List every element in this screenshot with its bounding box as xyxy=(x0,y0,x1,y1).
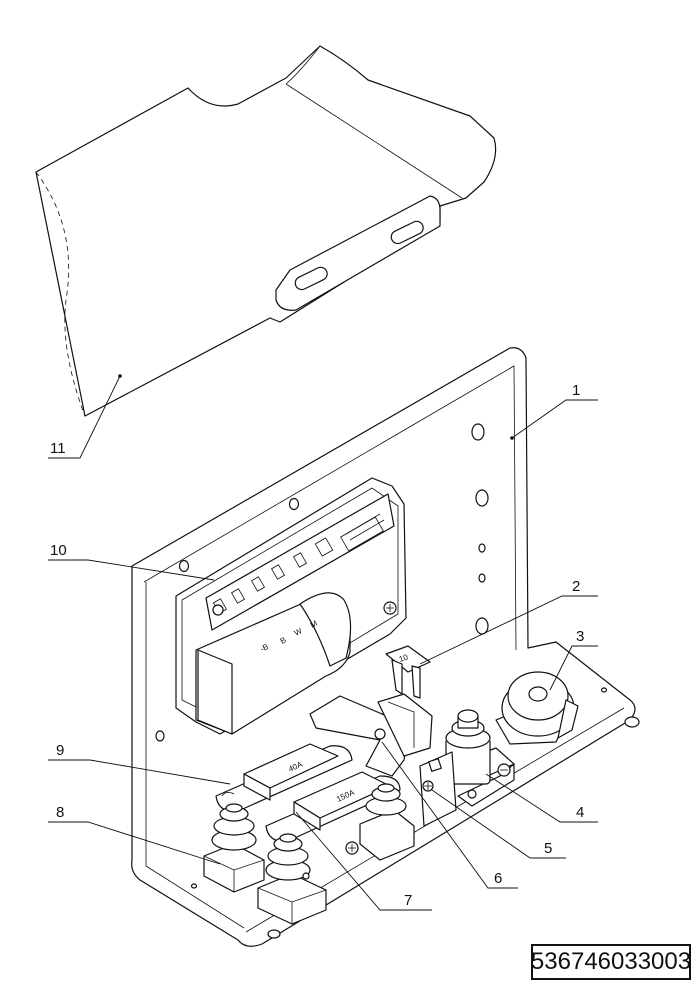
svg-text:W: W xyxy=(293,626,304,638)
callout-4-label: 4 xyxy=(576,804,584,821)
contactor-part xyxy=(445,709,515,807)
callout-leaders xyxy=(48,374,598,911)
callout-2-label: 2 xyxy=(572,578,580,595)
callout-labels: 1 2 3 4 5 6 7 8 9 10 11 xyxy=(50,382,584,909)
busbar-part xyxy=(309,693,433,777)
connector-pins xyxy=(212,513,385,614)
callout-3-label: 3 xyxy=(576,628,584,645)
callout-6-label: 6 xyxy=(494,870,502,887)
callout-8-label: 8 xyxy=(56,804,64,821)
cover-part xyxy=(35,45,497,417)
blade-fuse-part: 10 xyxy=(385,645,431,699)
fuse-40a-part: 40A xyxy=(215,743,353,813)
controller-part: -B B W M xyxy=(175,477,407,735)
stud-block-part xyxy=(203,783,415,925)
callout-1-label: 1 xyxy=(572,382,580,399)
callout-9-label: 9 xyxy=(56,742,64,759)
callout-5-label: 5 xyxy=(544,840,552,857)
callout-10-label: 10 xyxy=(50,542,67,559)
fuse-150a-part: 150A xyxy=(265,771,401,843)
part-number: 536746033003 xyxy=(530,948,692,975)
part-number-box: 536746033003 xyxy=(531,944,691,980)
callout-7-label: 7 xyxy=(404,892,412,909)
svg-text:M: M xyxy=(309,619,319,630)
small-fuse-rating: 10 xyxy=(398,652,410,663)
svg-text:-B: -B xyxy=(259,642,270,654)
svg-text:B: B xyxy=(279,635,288,645)
callout-11-label: 11 xyxy=(50,440,66,457)
